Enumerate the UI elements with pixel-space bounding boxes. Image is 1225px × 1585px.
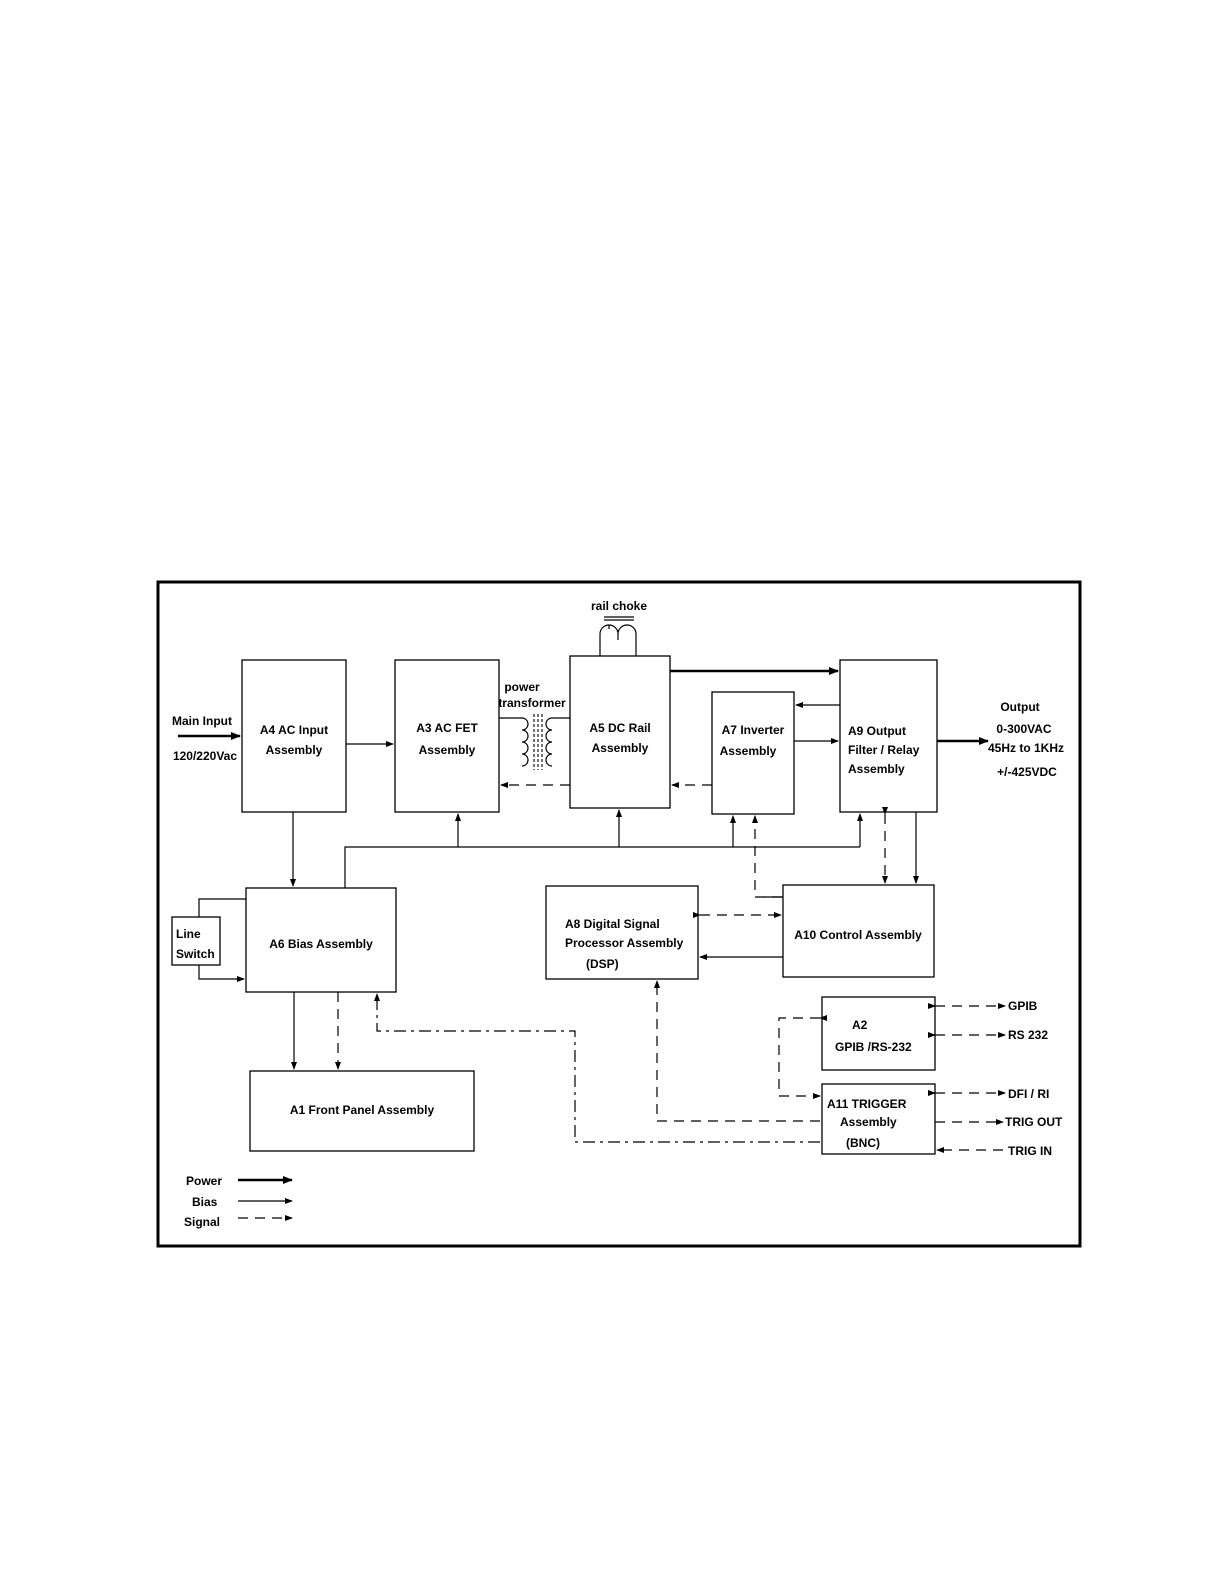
- a2-gpib-rs232-block: A2 GPIB /RS-232: [821, 996, 936, 1071]
- signal-connections: [335, 782, 1006, 1153]
- a4-ac-input-block: A4 AC Input Assembly: [241, 659, 347, 813]
- a5-dc-rail-block: A5 DC Rail Assembly: [569, 655, 671, 809]
- a1-label: A1 Front Panel Assembly: [290, 1103, 435, 1117]
- power-connections: [178, 667, 989, 745]
- main-input-voltage-label: 120/220Vac: [173, 749, 237, 763]
- a11-label-2: Assembly: [840, 1115, 897, 1129]
- legend-power-label: Power: [186, 1174, 222, 1188]
- a3-label-1: A3 AC FET: [416, 721, 478, 735]
- legend-signal-label: Signal: [184, 1215, 220, 1229]
- a6-bias-block: A6 Bias Assembly: [245, 887, 397, 993]
- power-transformer-label-1: power: [504, 680, 540, 694]
- a10-label: A10 Control Assembly: [794, 928, 922, 942]
- gpib-label: GPIB: [1008, 999, 1038, 1013]
- a7-label-1: A7 Inverter: [722, 723, 785, 737]
- a3-label-2: Assembly: [419, 743, 476, 757]
- legend-bias-label: Bias: [192, 1195, 218, 1209]
- a2-label-1: A2: [852, 1018, 868, 1032]
- dfi-ri-label: DFI / RI: [1008, 1087, 1049, 1101]
- a8-label-3: (DSP): [586, 957, 619, 971]
- line-switch-block: Line Switch: [171, 916, 221, 966]
- power-transformer-symbol: power transformer: [498, 680, 570, 770]
- a11-trigger-block: A11 TRIGGER Assembly (BNC): [821, 1083, 936, 1155]
- trig-out-label: TRIG OUT: [1005, 1115, 1063, 1129]
- a2-label-2: GPIB /RS-232: [835, 1040, 912, 1054]
- a5-label-2: Assembly: [592, 741, 649, 755]
- a11-label-1: A11 TRIGGER: [827, 1097, 907, 1111]
- a4-label-2: Assembly: [266, 743, 323, 757]
- rail-choke-label: rail choke: [591, 599, 647, 613]
- a3-ac-fet-block: A3 AC FET Assembly: [394, 659, 500, 813]
- legend: Power Bias Signal: [184, 1174, 293, 1229]
- a4-label-1: A4 AC Input: [260, 723, 328, 737]
- rs232-label: RS 232: [1008, 1028, 1048, 1042]
- bias-connections: [198, 702, 919, 1070]
- line-switch-label-2: Switch: [176, 947, 215, 961]
- line-switch-label-1: Line: [176, 927, 201, 941]
- trig-in-label: TRIG IN: [1008, 1144, 1052, 1158]
- output-line-2: 45Hz to 1KHz: [988, 741, 1064, 755]
- a7-label-2: Assembly: [720, 744, 777, 758]
- a9-label-2: Filter / Relay: [848, 743, 920, 757]
- a7-inverter-block: A7 Inverter Assembly: [711, 691, 795, 815]
- a8-label-2: Processor Assembly: [565, 936, 684, 950]
- output-title: Output: [1000, 700, 1039, 714]
- output-line-1: 0-300VAC: [996, 722, 1051, 736]
- main-input-label: Main Input: [172, 714, 232, 728]
- a9-output-filter-block: A9 Output Filter / Relay Assembly: [839, 659, 938, 813]
- a11-label-3: (BNC): [846, 1136, 880, 1150]
- a10-control-block: A10 Control Assembly: [782, 884, 935, 978]
- a6-label: A6 Bias Assembly: [269, 937, 373, 951]
- a9-label-1: A9 Output: [848, 724, 906, 738]
- a8-label-1: A8 Digital Signal: [565, 917, 660, 931]
- a1-front-panel-block: A1 Front Panel Assembly: [249, 1070, 475, 1152]
- output-line-3: +/-425VDC: [997, 765, 1057, 779]
- power-transformer-label-2: transformer: [498, 696, 566, 710]
- a8-dsp-block: A8 Digital Signal Processor Assembly (DS…: [545, 885, 699, 980]
- diagram-frame: [156, 580, 1082, 1248]
- rail-choke-symbol: rail choke: [591, 599, 647, 656]
- a9-label-3: Assembly: [848, 762, 905, 776]
- a5-label-1: A5 DC Rail: [589, 721, 650, 735]
